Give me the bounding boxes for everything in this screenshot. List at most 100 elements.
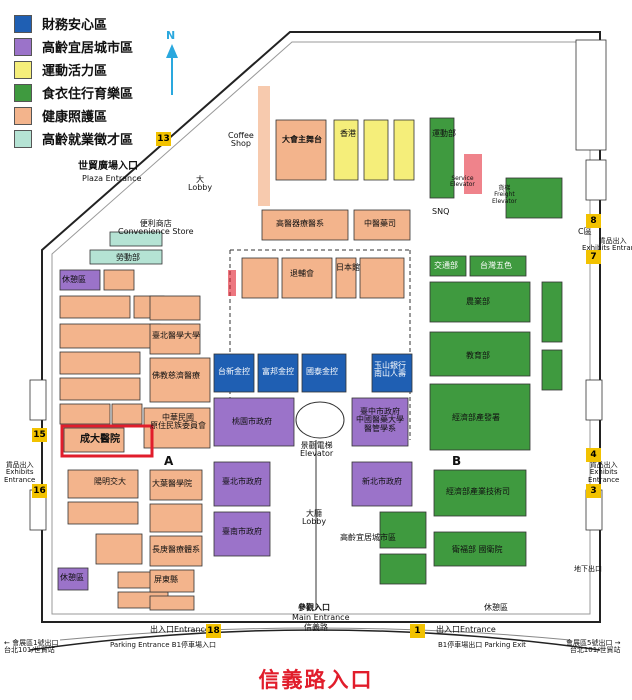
exhibits-right-top-label: 貨品出入 Exhibits Entrance: [582, 237, 632, 253]
booth-label: 農業部: [466, 297, 490, 306]
main-stage-label: 大會主舞台: [282, 135, 322, 144]
booth-label: 教育部: [466, 351, 490, 360]
hatch-block: [464, 154, 482, 194]
lobby-label: 大 Lobby: [188, 175, 213, 193]
legend-swatch: [14, 129, 32, 148]
legend-label: 財務安心區: [42, 18, 108, 33]
gate-number-badge: 1: [410, 624, 425, 638]
legend: 財務安心區 高齡宜居城市區 運動活力區 食衣住行育樂區 健康照護區 高齡就業徵才…: [14, 12, 204, 150]
gate-number-badge: 13: [156, 132, 171, 146]
booth-label: 富邦金控: [262, 367, 294, 376]
booth-label: 長庚醫療體系: [152, 545, 200, 554]
legend-item: 高齡宜居城市區: [14, 35, 204, 58]
parking-road: [29, 629, 601, 651]
gate-number-badge: 7: [586, 250, 601, 264]
compass-arrow-head: [166, 44, 178, 58]
elevator-shape: [295, 401, 345, 439]
booth-label: 衛福部 國衛院: [452, 545, 503, 554]
legend-item: 食衣住行育樂區: [14, 81, 204, 104]
booth-label: 臺南市政府: [222, 527, 262, 536]
booth-cluster-left: [57, 269, 169, 609]
booth-label: 退輔會: [290, 269, 314, 278]
booth-label: 桃園市政府: [232, 417, 272, 426]
elevator-label: 景觀電梯 Elevator: [300, 441, 334, 459]
booth-cluster-center-left: [143, 295, 211, 611]
exhibits-right-label: 貨品出入 Exhibits Entrance: [588, 461, 620, 484]
gate-number-badge: 15: [32, 428, 47, 442]
right-bus-label: 會展區5號出口 → 台北101/世貿站: [566, 639, 621, 655]
booth-label: 臺北市政府: [222, 477, 262, 486]
highlight-booth-label: 成大醫院: [80, 434, 120, 445]
main-entrance-label: 參觀入口: [298, 603, 330, 612]
gate-number-badge: 18: [206, 624, 221, 638]
main-entrance-en-label: Main Entrance: [292, 613, 350, 622]
booth-cluster-green: [379, 117, 563, 585]
legend-swatch: [14, 37, 32, 56]
legend-label: 高齡就業徵才區: [42, 133, 134, 148]
rest-area-label: 休憩區: [62, 275, 86, 284]
bottom-left-entrance-label: 出入口Entrance: [150, 625, 210, 634]
plaza-entrance-en-label: Plaza Entrance: [82, 174, 142, 183]
booth-cluster-employment: [89, 231, 163, 265]
side-exits: [29, 39, 607, 531]
hatch-block: [228, 270, 236, 296]
rest-area-label: 休憩區: [60, 573, 84, 582]
booth-label: 運動部: [432, 129, 456, 138]
highlight-booth-outline: [60, 424, 154, 458]
booth-label: 玉山銀行 南山人壽: [374, 361, 406, 379]
booth-label: 大葉醫學院: [152, 479, 192, 488]
booth-label: 佛教慈濟醫療: [152, 371, 200, 380]
convenience-store-label: 便利商店 Convenience Store: [118, 219, 194, 237]
booth-cluster-finance: [213, 353, 413, 393]
exhibits-left-label: 貨品出入 Exhibits Entrance: [4, 461, 36, 484]
booth-label: 新北市政府: [362, 477, 402, 486]
booth-cluster-city: [213, 397, 413, 557]
service-elevator-label: Service Elevator: [450, 175, 475, 189]
gate-number-badge: 8: [586, 214, 601, 228]
parking-entrance-label: Parking Entrance B1停車場入口: [110, 641, 217, 649]
gate-number-badge: 16: [32, 484, 47, 498]
rest-area-label: 休憩區: [484, 603, 508, 612]
booth-label: 臺北醫學大學: [152, 331, 200, 340]
zone-a-label: A: [164, 454, 174, 468]
legend-item: 運動活力區: [14, 58, 204, 81]
legend-swatch: [14, 14, 32, 33]
compass-label: N: [166, 29, 176, 42]
coffee-shop-label: Coffee Shop: [228, 131, 254, 149]
booth-label: 香港: [340, 129, 356, 138]
legend-swatch: [14, 60, 32, 79]
legend-item: 健康照護區: [14, 104, 204, 127]
legend-item: 高齡就業徵才區: [14, 127, 204, 150]
booth-label: 經濟部產業技術司: [446, 487, 510, 496]
legend-label: 食衣住行育樂區: [42, 87, 134, 102]
gate-number-badge: 3: [586, 484, 601, 498]
legend-label: 運動活力區: [42, 64, 108, 79]
parking-exit-label: B1停車場出口 Parking Exit: [438, 641, 526, 649]
booth-label: 日本館: [336, 263, 360, 272]
bottom-right-entrance-label: 出入口Entrance: [436, 625, 496, 634]
zone-c-label: C區: [578, 227, 592, 236]
snq-label: SNQ: [432, 207, 450, 216]
booth-label: 臺中市政府 中國醫藥大學 醫管學系: [356, 407, 404, 433]
legend-swatch: [14, 106, 32, 125]
main-entrance-sub-label: 信義路: [304, 623, 328, 632]
zone-b-label: B: [452, 454, 462, 468]
parking-road-inner: [59, 627, 571, 641]
booth-label: 陽明交大: [94, 477, 126, 486]
booth-label: 屏東縣: [154, 575, 178, 584]
booth-label: 中醫藥司: [364, 219, 396, 228]
legend-item: 財務安心區: [14, 12, 204, 35]
booth-label: 交通部: [434, 261, 458, 270]
hall-inner-outline: [51, 41, 591, 615]
plaza-entrance-label: 世貿廣場入口: [78, 161, 138, 172]
booth-label: 中華民國 原住民族委員會: [150, 413, 206, 431]
legend-swatch: [14, 83, 32, 102]
booth-label: 高醫器療醫系: [276, 219, 324, 228]
booth-label: 國泰金控: [306, 367, 338, 376]
underground-exit-label: 地下出口: [574, 565, 602, 573]
legend-label: 高齡宜居城市區: [42, 41, 134, 56]
freight-elevator-label: 貨梯 Freight Elevator: [492, 185, 517, 205]
booth-label: 勞動部: [116, 253, 140, 262]
booth-label: 台新金控: [218, 367, 250, 376]
